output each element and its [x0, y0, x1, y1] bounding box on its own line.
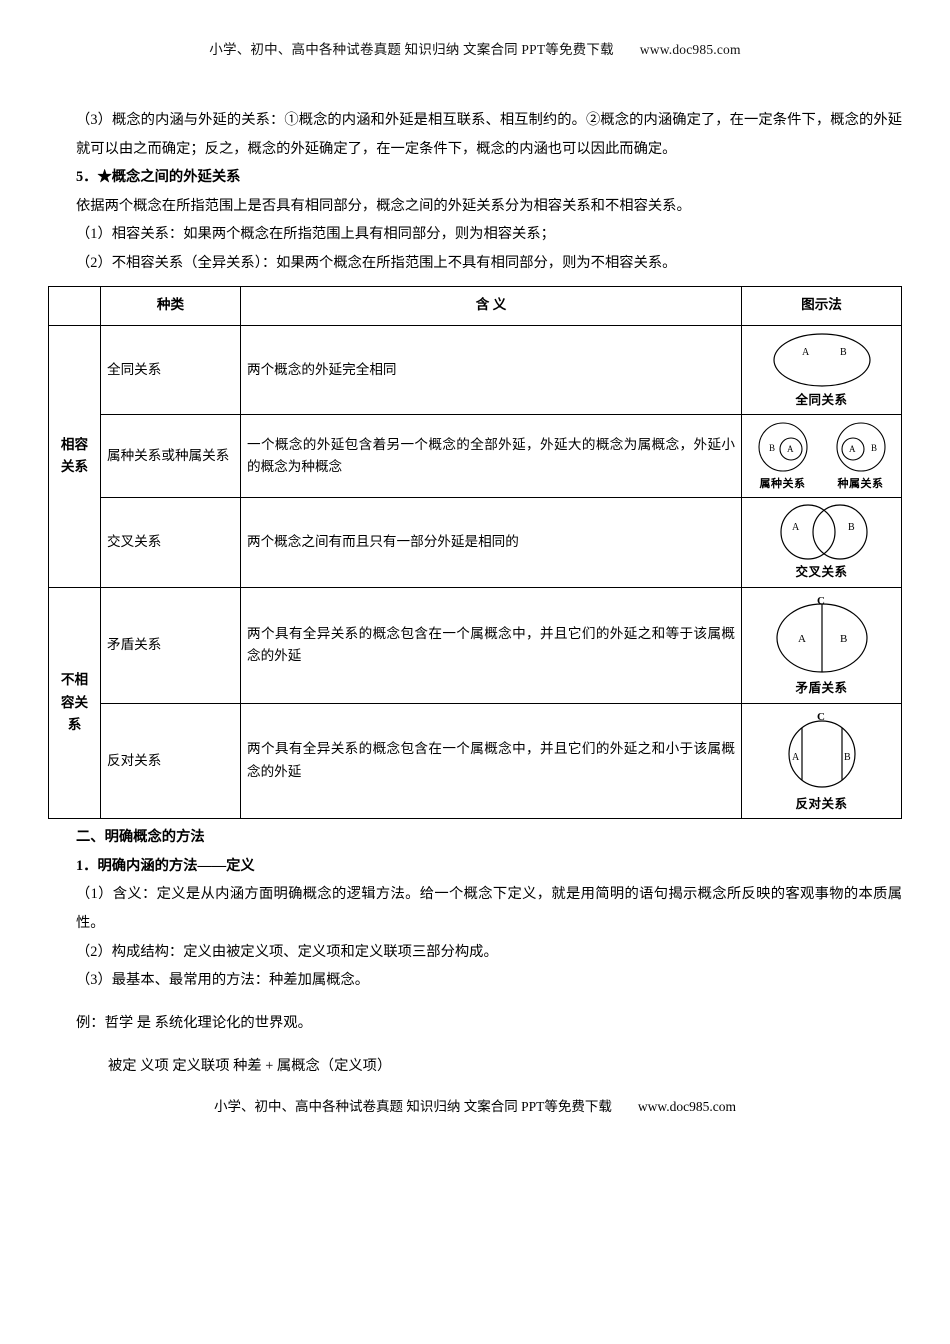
svg-text:A: A [849, 444, 856, 454]
identical-circles-diagram: A B [772, 332, 871, 387]
figure-caption-identical: 全同关系 [795, 392, 848, 407]
paragraph-extension-basis: 依据两个概念在所指范围上是否具有相同部分，概念之间的外延关系分为相容关系和不相容… [76, 197, 691, 214]
genus-species-right-diagram: A B [835, 422, 886, 472]
footer-watermark: 小学、初中、高中各种试卷真题 知识归纳 文案合同 PPT等免费下载 www.doc… [48, 1095, 902, 1115]
svg-text:B: B [840, 347, 847, 358]
heading-concept-extension-relations: 5．★概念之间的外延关系 [76, 169, 241, 186]
svg-text:B: B [871, 443, 877, 453]
paragraph-definition-basic-method: （3）最基本、最常用的方法：种差加属概念。 [76, 972, 370, 989]
contradictory-circle-diagram: C A B [775, 595, 868, 673]
svg-text:A: A [787, 444, 794, 454]
table-row: 反对关系 两个具有全异关系的概念包含在一个属概念中，并且它们的外延之和小于该属概… [49, 702, 902, 820]
contrary-circle-diagram: C A B [787, 711, 856, 788]
footer-text: 小学、初中、高中各种试卷真题 知识归纳 文案合同 PPT等免费下载 [214, 1098, 612, 1114]
group-label-compatible-text: 相容关系 [60, 436, 89, 475]
group-label-incompatible: 不相容关系 [48, 586, 101, 820]
paragraph-inner-outer-relation: （3）概念的内涵与外延的关系：①概念的内涵和外延是相互联系、相互制约的。②概念的… [76, 112, 902, 157]
paragraph-compatible: （1）相容关系：如果两个概念在所指范围上具有相同部分，则为相容关系； [76, 226, 555, 243]
svg-text:B: B [769, 443, 775, 453]
paragraph-incompatible: （2）不相容关系（全异关系）：如果两个概念在所指范围上不具有相同部分，则为不相容… [76, 254, 677, 271]
figure-genus-species: B A 属种关系 A B 种属关系 [741, 414, 902, 499]
meaning-genus-species: 一个概念的外延包含着另一个概念的全部外延，外延大的概念为属概念，外延小的概念为种… [240, 414, 742, 499]
svg-text:B: B [840, 633, 847, 645]
kind-contrary: 反对关系 [100, 702, 241, 820]
svg-text:C: C [817, 711, 825, 723]
meaning-identical: 两个概念的外延完全相同 [240, 324, 742, 416]
header-watermark: 小学、初中、高中各种试卷真题 知识归纳 文案合同 PPT等免费下载 www.doc… [48, 38, 902, 58]
table-row: 属种关系或种属关系 一个概念的外延包含着另一个概念的全部外延，外延大的概念为属概… [49, 414, 902, 499]
svg-text:B: B [848, 522, 855, 533]
table-row: 相容关系 全同关系 两个概念的外延完全相同 A B 全同关系 [48, 324, 902, 588]
svg-text:A: A [792, 752, 800, 763]
figure-contrary: C A B 反对关系 [741, 702, 902, 820]
figure-contradictory: C A B 矛盾关系 [741, 586, 902, 704]
meaning-contradictory: 两个具有全异关系的概念包含在一个属概念中，并且它们的外延之和等于该属概念的外延 [240, 586, 742, 704]
svg-text:A: A [802, 347, 810, 358]
svg-text:C: C [817, 595, 825, 607]
svg-text:B: B [844, 752, 851, 763]
table-header-kind: 种类 [100, 285, 241, 326]
meaning-intersect: 两个概念之间有而且只有一部分外延是相同的 [240, 497, 742, 588]
paragraph-definition-meaning: （1）含义：定义是从内涵方面明确概念的逻辑方法。给一个概念下定义，就是用简明的语… [76, 886, 902, 931]
kind-identical: 全同关系 [100, 324, 241, 416]
figure-caption-genus-species-right: 种属关系 [837, 478, 884, 491]
watermark-text: 小学、初中、高中各种试卷真题 知识归纳 文案合同 PPT等免费下载 [209, 42, 614, 57]
figure-intersect: A B 交叉关系 [741, 497, 902, 588]
watermark-url: www.doc985.com [639, 42, 741, 57]
figure-caption-contradictory: 矛盾关系 [795, 680, 848, 695]
table-row: 交叉关系 两个概念之间有而且只有一部分外延是相同的 A B 交叉关系 [49, 497, 902, 588]
extension-relations-table: 种类 含 义 图示法 相容关系 全同关系 两个概念的外延完全相同 A B [48, 285, 902, 820]
genus-species-left-diagram: B A [757, 422, 808, 472]
figure-caption-contrary: 反对关系 [795, 796, 848, 811]
intersecting-circles-diagram: A B [779, 504, 868, 560]
paragraph-definition-structure: （2）构成结构：定义由被定义项、定义项和定义联项三部分构成。 [76, 943, 498, 960]
table-header-figure: 图示法 [741, 285, 902, 326]
meaning-contrary: 两个具有全异关系的概念包含在一个属概念中，并且它们的外延之和小于该属概念的外延 [240, 702, 742, 820]
kind-genus-species: 属种关系或种属关系 [100, 414, 241, 499]
example-sentence: 例：哲学 是 系统化理论化的世界观。 [76, 1015, 312, 1032]
figure-caption-genus-species-left: 属种关系 [759, 478, 806, 491]
footer-url: www.doc985.com [637, 1098, 736, 1114]
group-label-compatible: 相容关系 [48, 324, 101, 588]
table-header-row: 种类 含 义 图示法 [48, 285, 902, 326]
example-terms: 被定 义项 定义联项 种差 + 属概念（定义项） [108, 1057, 392, 1074]
svg-text:A: A [798, 633, 806, 645]
heading-methods: 二、明确概念的方法 [76, 829, 205, 846]
figure-caption-intersect: 交叉关系 [795, 565, 848, 580]
svg-text:A: A [792, 522, 800, 533]
heading-definition-method: 1．明确内涵的方法——定义 [76, 857, 255, 874]
table-header-empty [48, 285, 101, 326]
table-header-meaning: 含 义 [240, 285, 742, 326]
figure-identical: A B 全同关系 [741, 324, 902, 416]
group-label-incompatible-text: 不相容关系 [60, 672, 89, 733]
kind-contradictory: 矛盾关系 [100, 586, 241, 704]
table-row: 不相容关系 矛盾关系 两个具有全异关系的概念包含在一个属概念中，并且它们的外延之… [48, 586, 902, 820]
kind-intersect: 交叉关系 [100, 497, 241, 588]
